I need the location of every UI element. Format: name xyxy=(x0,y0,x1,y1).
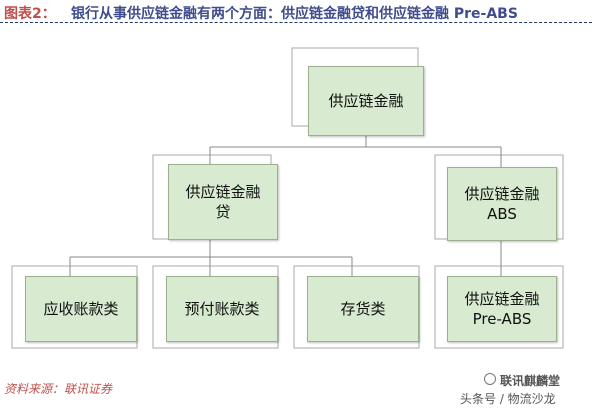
receivables-frame xyxy=(11,265,138,349)
node-label: 供应链金融 xyxy=(328,92,404,110)
watermark-logo-icon xyxy=(484,373,496,385)
watermark-brand: 联讯麒麟堂 xyxy=(500,374,561,388)
node-label-line2: ABS xyxy=(487,205,517,223)
node-label-line1: 供应链金融 xyxy=(464,185,540,203)
node-prepayment: 预付账款类 xyxy=(166,276,278,342)
figure-header: 图表2： 银行从事供应链金融有两个方面：供应链金融贷和供应链金融 Pre-ABS xyxy=(0,0,592,22)
watermark-account: 头条号 / 物流沙龙 xyxy=(460,392,556,406)
node-supply-chain-loan: 供应链金融 贷 xyxy=(168,164,278,240)
source-note: 资料来源：联讯证券 xyxy=(4,382,113,396)
node-inventory: 存货类 xyxy=(307,276,419,342)
node-label-line2: Pre-ABS xyxy=(472,310,532,328)
node-label: 存货类 xyxy=(340,300,386,318)
node-label-line2: 贷 xyxy=(215,203,231,221)
inventory-frame xyxy=(293,265,420,349)
node-supply-chain-finance: 供应链金融 xyxy=(308,66,424,136)
figure-title: 银行从事供应链金融有两个方面：供应链金融贷和供应链金融 Pre-ABS xyxy=(71,6,518,22)
pre-abs-frame xyxy=(434,265,564,349)
header-divider xyxy=(0,22,592,23)
node-receivables: 应收账款类 xyxy=(25,276,137,342)
node-label: 预付账款类 xyxy=(184,300,260,318)
figure-number: 图表2： xyxy=(4,6,56,22)
node-supply-chain-pre-abs: 供应链金融 Pre-ABS xyxy=(447,276,557,342)
node-label-line1: 供应链金融 xyxy=(185,183,261,201)
node-label: 应收账款类 xyxy=(43,300,119,318)
node-supply-chain-abs: 供应链金融 ABS xyxy=(447,167,557,241)
node-label-line1: 供应链金融 xyxy=(464,290,540,308)
prepayment-frame xyxy=(152,265,279,349)
